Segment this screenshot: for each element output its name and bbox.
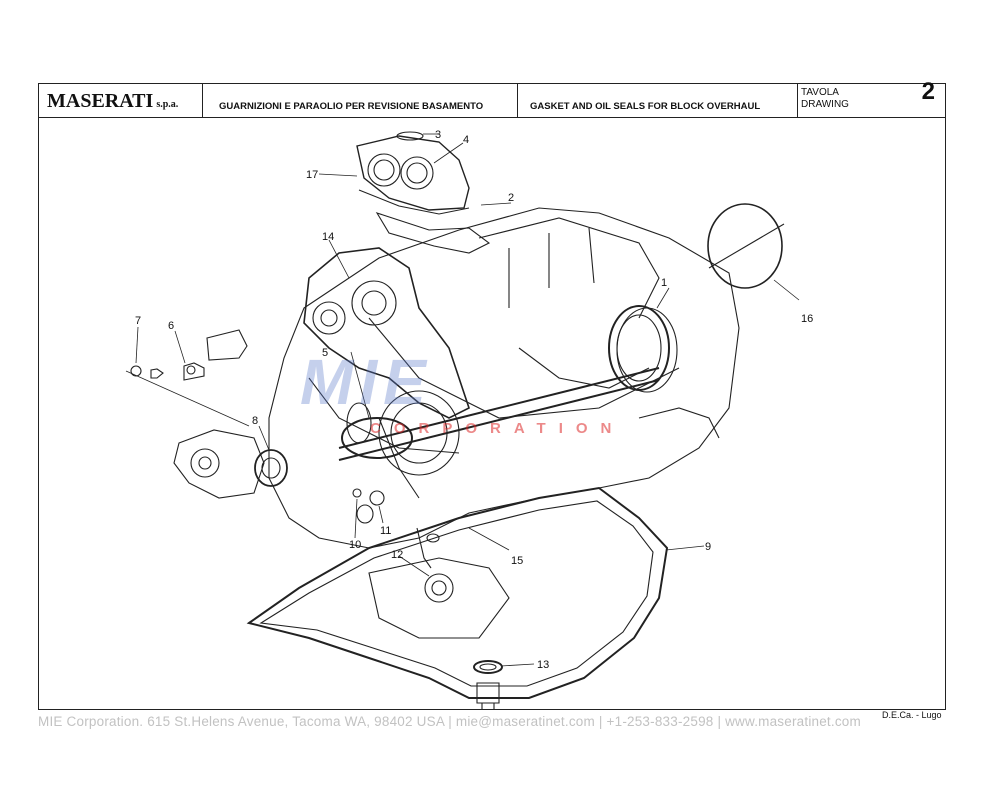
exploded-diagram: 1 2 3 4 5 6 7 8 9 10 11 12 13 14 15 16 1… — [125, 129, 813, 710]
drawing-label-en: DRAWING — [801, 99, 849, 110]
callout-12: 12 — [391, 549, 403, 561]
drawing-number: 2 — [921, 78, 935, 105]
watermark-text: CORPORATION — [370, 420, 625, 437]
footer-contact: MIE Corporation. 615 St.Helens Avenue, T… — [38, 714, 861, 729]
callout-11: 11 — [380, 525, 391, 537]
callout-14: 14 — [322, 231, 334, 243]
callout-8: 8 — [252, 415, 258, 427]
callout-16: 16 — [801, 313, 813, 325]
callout-6: 6 — [168, 320, 174, 332]
callout-13: 13 — [537, 659, 549, 671]
title-english: GASKET AND OIL SEALS FOR BLOCK OVERHAUL — [518, 84, 798, 117]
callout-5: 5 — [322, 347, 328, 359]
callout-2: 2 — [508, 192, 514, 204]
drawing-credit: D.E.Ca. - Lugo — [882, 710, 942, 720]
brand-text: MASERATI — [47, 90, 154, 112]
callout-7: 7 — [135, 315, 141, 327]
callout-3: 3 — [435, 129, 441, 141]
watermark-logo: MIE — [300, 346, 432, 418]
callout-10: 10 — [349, 539, 361, 551]
callout-labels: 1 2 3 4 5 6 7 8 9 10 11 12 13 14 15 16 1… — [135, 129, 813, 671]
drawing-label: TAVOLA DRAWING 2 — [798, 78, 947, 117]
callout-15: 15 — [511, 555, 523, 567]
callout-1: 1 — [661, 277, 667, 289]
callout-4: 4 — [463, 134, 469, 146]
drawing-label-it: TAVOLA — [801, 87, 839, 98]
leader-lines — [125, 133, 800, 667]
brand-suffix: s.p.a. — [156, 99, 179, 110]
title-italian: GUARNIZIONI E PARAOLIO PER REVISIONE BAS… — [203, 84, 518, 117]
callout-9: 9 — [705, 541, 711, 553]
engine-block-drawing — [130, 131, 785, 710]
callout-17: 17 — [306, 169, 318, 181]
